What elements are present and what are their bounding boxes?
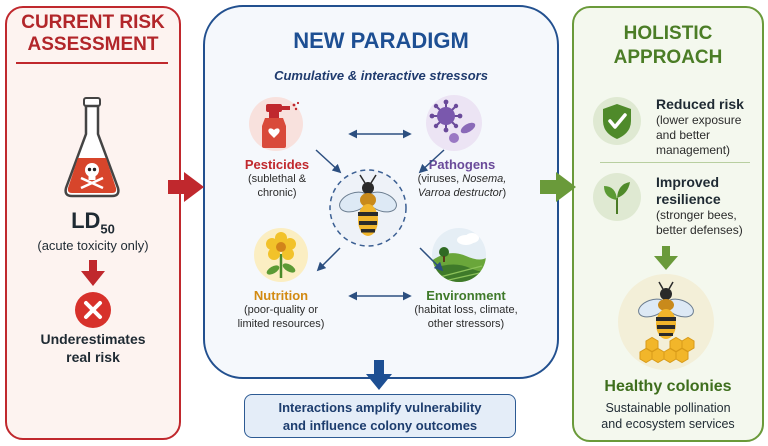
flower-icon: [254, 228, 308, 282]
environment-desc-1: (habitat loss, climate,: [414, 304, 518, 316]
nutrition-desc-1: (poor-quality or: [244, 304, 318, 316]
current-risk-panel: [5, 6, 181, 440]
reduced-risk-block: Reduced risk (lower exposure and better …: [656, 96, 760, 158]
improved-desc-2: better defenses): [656, 223, 743, 237]
right-divider: [600, 162, 750, 163]
pathogens-desc-2: Varroa destructor): [417, 187, 507, 199]
improved-title-2: resilience: [656, 191, 721, 207]
down-arrow-icon: [81, 260, 105, 286]
spray-bottle-icon: [249, 97, 303, 151]
right-arrow-red-icon: [168, 172, 204, 202]
pathogens-desc-1: (viruses, Nosema,: [417, 173, 507, 185]
x-circle-icon: [75, 292, 111, 328]
healthy-colonies-title: Healthy colonies: [604, 378, 732, 395]
current-risk-title: CURRENT RISK ASSESSMENT: [21, 12, 165, 55]
down-arrow-blue-icon: [366, 360, 392, 390]
improved-title-1: Improved: [656, 174, 720, 190]
environment-block: Environment (habitat loss, climate, othe…: [410, 288, 522, 331]
interactions-box: Interactions amplify vulnerability and i…: [244, 394, 516, 438]
new-paradigm-subtitle: Cumulative & interactive stressors: [274, 68, 488, 83]
right-arrow-green-icon: [540, 172, 576, 202]
environment-title: Environment: [426, 288, 506, 303]
down-arrow-green-icon: [654, 246, 678, 270]
shield-check-icon: [593, 97, 641, 145]
environment-desc-2: other stressors): [427, 318, 505, 330]
honeycomb-icon: [618, 274, 714, 370]
reduced-risk-desc-1: (lower exposure: [656, 113, 742, 127]
reduced-risk-title: Reduced risk: [656, 96, 744, 112]
improved-desc-1: (stronger bees,: [656, 208, 737, 222]
landscape-icon: [432, 228, 486, 282]
leaf-icon: [593, 173, 641, 221]
sustainable-pollination-label: Sustainable pollination and ecosystem se…: [601, 401, 735, 431]
new-paradigm-title: NEW PARADIGM: [293, 28, 469, 53]
ld50-label: LD50: [71, 208, 115, 237]
pesticides-desc-1: (sublethal &: [247, 173, 307, 185]
reduced-risk-desc-2: and better: [656, 128, 711, 142]
title-divider: [16, 62, 168, 64]
underestimates-label: Underestimates real risk: [40, 331, 146, 365]
pesticides-desc-2: chronic): [257, 187, 297, 199]
virus-icon: [426, 95, 482, 151]
nutrition-title: Nutrition: [253, 288, 309, 303]
holistic-approach-panel: [572, 6, 764, 442]
holistic-approach-title: HOLISTIC APPROACH: [613, 23, 723, 68]
pesticides-block: Pesticides (sublethal & chronic): [236, 157, 318, 200]
pesticides-title: Pesticides: [244, 157, 310, 172]
acute-toxicity-label: (acute toxicity only): [37, 238, 149, 253]
reduced-risk-desc-3: management): [656, 143, 731, 157]
bee-icon: [329, 169, 407, 247]
pathogens-title: Pathogens: [428, 157, 496, 172]
pathogens-block: Pathogens (viruses, Nosema, Varroa destr…: [412, 157, 512, 200]
nutrition-desc-2: limited resources): [237, 318, 325, 330]
improved-resilience-block: Improved resilience (stronger bees, bett…: [656, 174, 760, 238]
flask-skull-icon: [64, 97, 120, 198]
nutrition-block: Nutrition (poor-quality or limited resou…: [232, 288, 330, 331]
